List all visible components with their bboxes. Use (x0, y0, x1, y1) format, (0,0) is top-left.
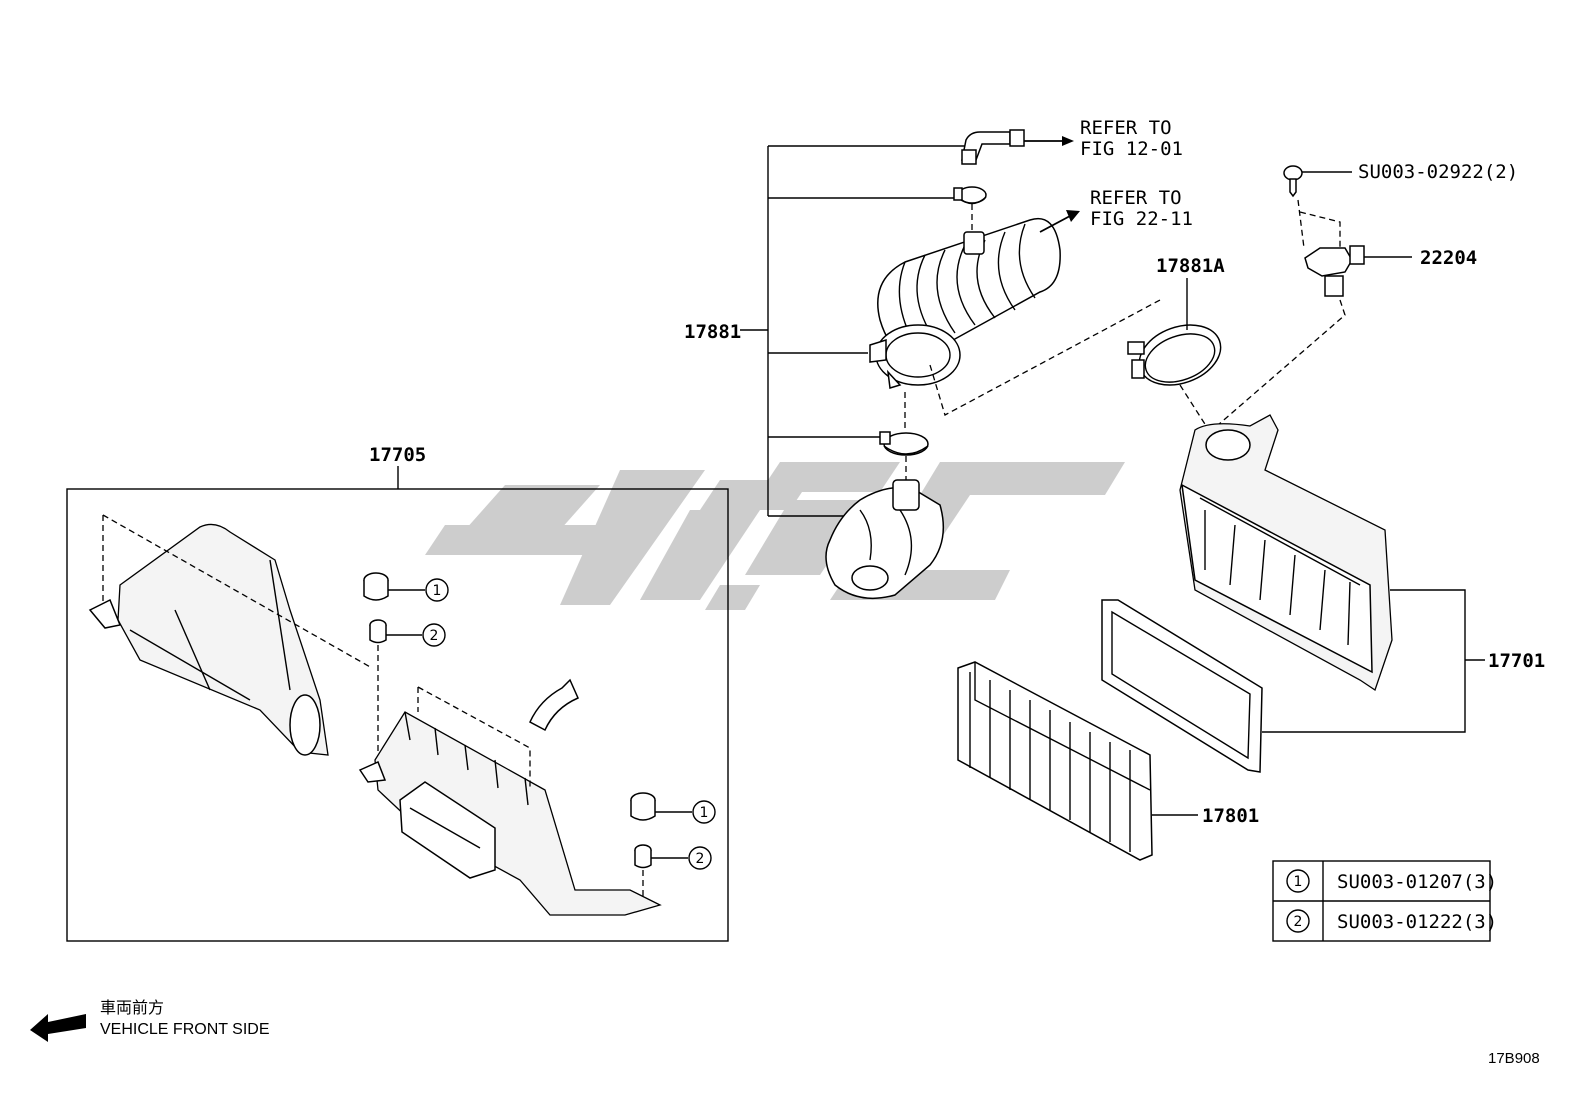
air-cleaner-case-upper (1179, 414, 1393, 692)
legend-row-2: 2 SU003-01222(3) (1286, 909, 1497, 933)
callout-17881A[interactable]: 17881A (1156, 255, 1225, 277)
air-filter-element-17801 (957, 661, 1153, 861)
small-clamp-upper (953, 186, 987, 205)
dash-bolt-to-sensor-2 (1299, 211, 1341, 248)
circled-marker-1-upper: 1 (425, 578, 449, 602)
bracket-17881 (740, 145, 972, 517)
dash-bolt-to-sensor (1297, 199, 1305, 249)
ref-fig-12-01-line1[interactable]: REFER TO (1080, 117, 1172, 139)
dash-sensor-to-box (1217, 299, 1346, 426)
callout-su003-02922[interactable]: SU003-02922(2) (1358, 161, 1518, 183)
collar-lower (634, 844, 688, 869)
ref-fig-22-11-line1[interactable]: REFER TO (1090, 187, 1182, 209)
grommet-upper (363, 572, 425, 601)
dash-duct-to-case (102, 514, 373, 669)
ref-fig-22-11-line2[interactable]: FIG 22-11 (1090, 208, 1193, 230)
hose-bracket-piece (529, 678, 579, 732)
resonator (825, 479, 945, 600)
legend-mark-2: 2 (1294, 914, 1303, 930)
callout-17881[interactable]: 17881 (684, 321, 741, 343)
air-flow-sensor-22204 (1304, 245, 1412, 297)
collar-upper (369, 619, 422, 644)
bracket-17701 (1262, 589, 1485, 733)
circled-marker-2-lower: 2 (688, 846, 712, 870)
gasket-frame (1101, 599, 1263, 773)
legend-row-1: 1 SU003-01207(3) (1286, 869, 1497, 893)
svg-text:1: 1 (433, 583, 442, 599)
legend-part-2[interactable]: SU003-01222(3) (1337, 911, 1497, 933)
dash-case-top (417, 686, 531, 790)
air-duct (88, 523, 329, 756)
arrow-ref-fig-12-01 (1024, 136, 1074, 146)
legend-mark-1: 1 (1294, 874, 1303, 890)
parts-diagram: 1 2 1 2 17881 17881A 22204 17705 17701 1… (30, 117, 1545, 1067)
hose-clamp-lower (879, 431, 929, 456)
figure-code: 17B908 (1488, 1050, 1540, 1067)
circled-marker-1-lower: 1 (692, 800, 716, 824)
dash-hose-to-clamp (929, 299, 1161, 416)
front-note-en: VEHICLE FRONT SIDE (100, 1021, 270, 1038)
svg-text:2: 2 (696, 851, 705, 867)
svg-text:2: 2 (430, 628, 439, 644)
vehicle-front-arrow-icon (30, 1014, 86, 1042)
legend-part-1[interactable]: SU003-01207(3) (1337, 871, 1497, 893)
bolt-su003-02922 (1283, 165, 1352, 198)
front-note-jp: 車両前方 (100, 999, 164, 1017)
pcv-pipe-fitting (961, 129, 1025, 165)
dash-clamp-to-box (1179, 384, 1211, 433)
watermark-logo (425, 462, 1125, 610)
air-intake-hose (869, 217, 1061, 389)
callout-17801[interactable]: 17801 (1202, 805, 1259, 827)
callout-22204[interactable]: 22204 (1420, 247, 1477, 269)
legend-table: 1 SU003-01207(3) 2 SU003-01222(3) (1272, 860, 1497, 942)
clamp-17881A (1127, 324, 1222, 386)
air-cleaner-case-lower (358, 711, 662, 916)
circled-marker-2-upper: 2 (422, 623, 446, 647)
grommet-lower (630, 792, 692, 821)
callout-17701[interactable]: 17701 (1488, 650, 1545, 672)
svg-text:1: 1 (700, 805, 709, 821)
arrow-ref-fig-22-11 (1039, 210, 1080, 233)
ref-fig-12-01-line2[interactable]: FIG 12-01 (1080, 138, 1183, 160)
callout-17705[interactable]: 17705 (369, 444, 426, 466)
